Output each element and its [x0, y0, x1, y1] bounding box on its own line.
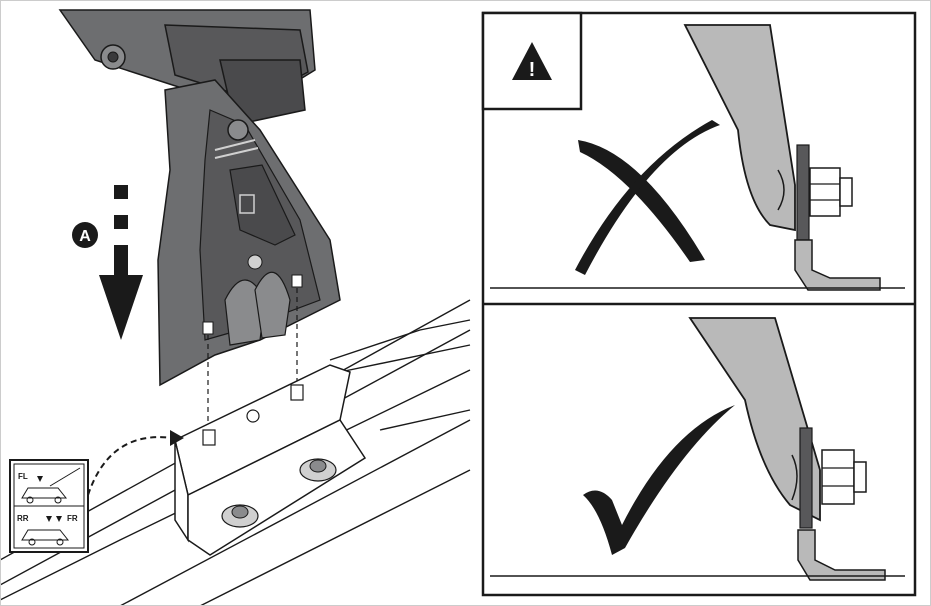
left-panel: A FL RR FR: [0, 9, 471, 606]
incorrect-installation: [490, 24, 905, 291]
warning-box: !: [481, 11, 583, 111]
step-marker-label: A: [79, 228, 91, 245]
position-sticker: FL RR FR: [9, 459, 89, 553]
sticker-front-left: FL: [18, 472, 28, 481]
placement-arrow: [87, 430, 184, 496]
car-front-icon: [21, 467, 81, 504]
downward-arrow: [99, 185, 143, 340]
right-panel: !: [481, 11, 917, 597]
alignment-guides: [207, 288, 298, 430]
step-marker: A: [72, 222, 98, 248]
roof-bar: [58, 9, 316, 126]
warning-triangle-icon: [512, 42, 552, 80]
mounting-bracket: [174, 364, 367, 556]
correct-installation: [490, 317, 905, 581]
check-mark-icon: [583, 405, 735, 555]
sticker-rear-right: FR: [67, 514, 78, 523]
sticker-arrows: [37, 476, 62, 522]
sticker-rear-left: RR: [17, 514, 29, 523]
car-rear-icon: [21, 529, 70, 546]
roof-rack-foot: [157, 79, 341, 387]
warning-symbol: !: [529, 59, 536, 81]
cross-mark-icon: [575, 120, 720, 275]
